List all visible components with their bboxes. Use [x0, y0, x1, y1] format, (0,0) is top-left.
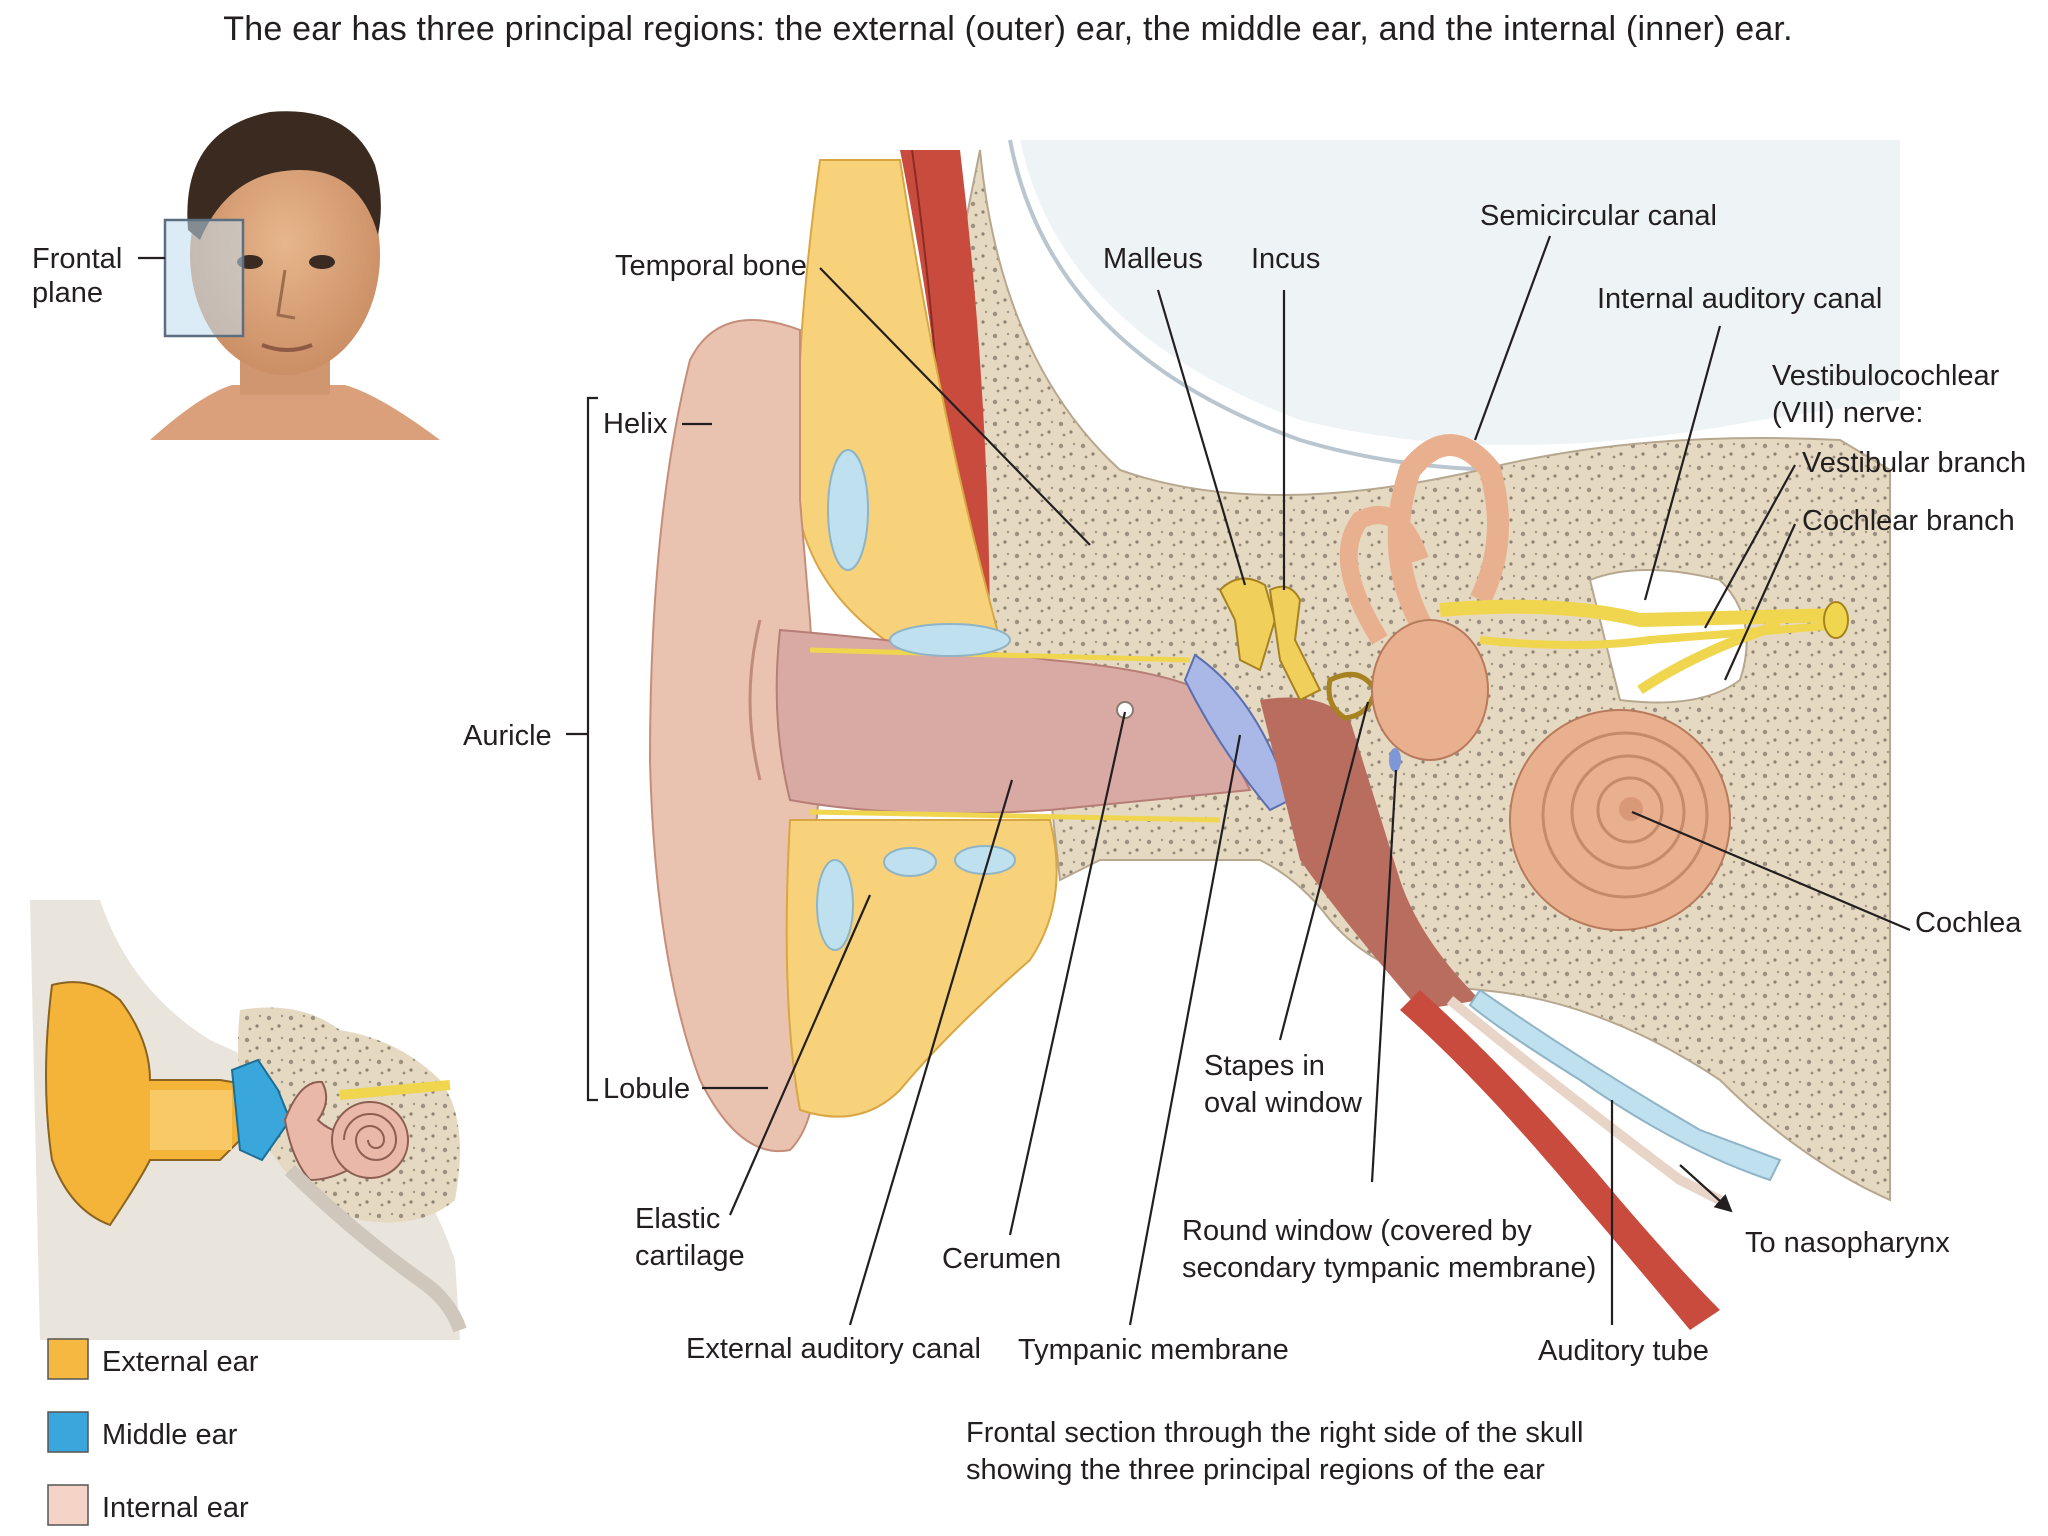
label-to-nasopharynx: To nasopharynx — [1745, 1227, 1950, 1259]
legend-item-external-ear: External ear — [47, 1338, 259, 1380]
figure-heading: The ear has three principal regions: the… — [223, 10, 1792, 48]
leader-stapes — [1278, 701, 1370, 1041]
label-lobule: Lobule — [603, 1073, 690, 1105]
leader-elastic-cartilage — [728, 894, 872, 1216]
label-internal-auditory-canal: Internal auditory canal — [1597, 283, 1882, 315]
label-cerumen: Cerumen — [942, 1243, 1061, 1275]
label-semicircular-canal: Semicircular canal — [1480, 200, 1717, 232]
legend-swatch-middle-ear — [47, 1411, 89, 1453]
label-temporal-bone: Temporal bone — [615, 250, 807, 282]
cochlea-spiral — [1509, 709, 1731, 931]
label-external-auditory-canal: External auditory canal — [686, 1333, 981, 1365]
labels: Temporal bone Malleus Incus Semicircular… — [463, 200, 2026, 1367]
legend-label-external-ear: External ear — [102, 1346, 259, 1378]
legend-item-middle-ear: Middle ear — [47, 1411, 238, 1453]
label-round-window: Round window (covered by secondary tympa… — [1182, 1215, 1596, 1284]
label-malleus: Malleus — [1103, 243, 1203, 275]
leader-internal-auditory-canal — [1643, 325, 1722, 601]
label-cochlear-branch: Cochlear branch — [1802, 505, 2015, 537]
nasopharynx-arrow — [1679, 1164, 1733, 1213]
leader-tympanic-membrane — [1128, 734, 1242, 1326]
legend-label-internal-ear: Internal ear — [102, 1492, 249, 1524]
label-vestibulocochlear-nerve: Vestibulocochlear (VIII) nerve: — [1772, 360, 2007, 429]
legend: External ear Middle ear Internal ear — [47, 1338, 259, 1526]
label-auricle: Auricle — [463, 720, 552, 752]
leader-semicircular-canal — [1473, 235, 1552, 441]
label-vestibular-branch: Vestibular branch — [1802, 447, 2026, 479]
legend-item-internal-ear: Internal ear — [47, 1484, 249, 1526]
label-helix: Helix — [603, 408, 668, 440]
frontal-plane-label: Frontal plane — [32, 243, 130, 309]
head-inset — [138, 111, 440, 440]
leader-malleus — [1156, 289, 1247, 586]
leader-vestibular-branch — [1704, 464, 1796, 629]
figure-caption: Frontal section through the right side o… — [966, 1417, 1591, 1486]
label-elastic-cartilage: Elastic cartilage — [635, 1203, 745, 1272]
legend-swatch-external-ear — [47, 1338, 89, 1380]
label-tympanic-membrane: Tympanic membrane — [1018, 1334, 1289, 1366]
leader-cochlea — [1631, 810, 1911, 932]
leader-cerumen — [1008, 711, 1127, 1236]
leader-cochlear-branch — [1723, 523, 1797, 681]
legend-label-middle-ear: Middle ear — [102, 1419, 238, 1451]
regions-inset — [30, 900, 467, 1340]
auricle-bracket — [586, 396, 598, 1102]
ear-cross-section — [648, 139, 1900, 1330]
leader-lines — [566, 235, 1911, 1326]
leader-external-auditory-canal — [848, 779, 1014, 1326]
legend-swatch-internal-ear — [47, 1484, 89, 1526]
label-stapes: Stapes in oval window — [1204, 1050, 1363, 1119]
leader-temporal-bone — [819, 267, 1091, 546]
label-cochlea: Cochlea — [1915, 907, 2022, 939]
label-auditory-tube: Auditory tube — [1538, 1335, 1709, 1367]
label-incus: Incus — [1251, 243, 1320, 275]
leader-round-window — [1370, 769, 1398, 1183]
frontal-plane-box — [163, 218, 245, 338]
